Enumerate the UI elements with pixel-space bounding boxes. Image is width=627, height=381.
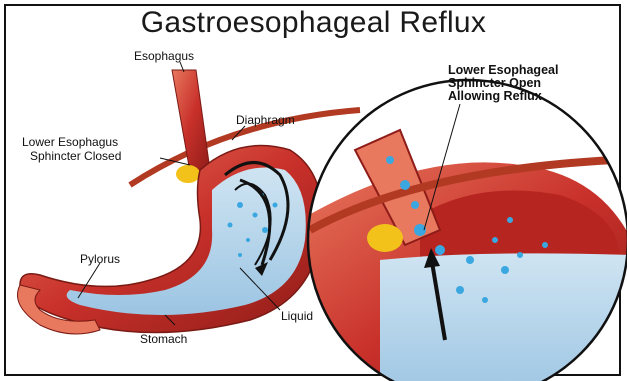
label-les-closed-line2: Sphincter Closed [30, 150, 121, 163]
zoom-fat [367, 224, 403, 252]
label-diaphragm: Diaphragm [236, 114, 295, 127]
label-les-open-line3: Allowing Reflux [448, 90, 542, 103]
label-esophagus: Esophagus [134, 50, 194, 63]
label-pylorus: Pylorus [80, 253, 120, 266]
sphincter-zoom [300, 80, 627, 381]
label-stomach: Stomach [140, 333, 187, 346]
fat-tissue [176, 165, 200, 183]
label-les-closed-line1: Lower Esophagus [22, 136, 118, 149]
label-liquid: Liquid [281, 310, 313, 323]
stomach-overview [18, 70, 361, 334]
